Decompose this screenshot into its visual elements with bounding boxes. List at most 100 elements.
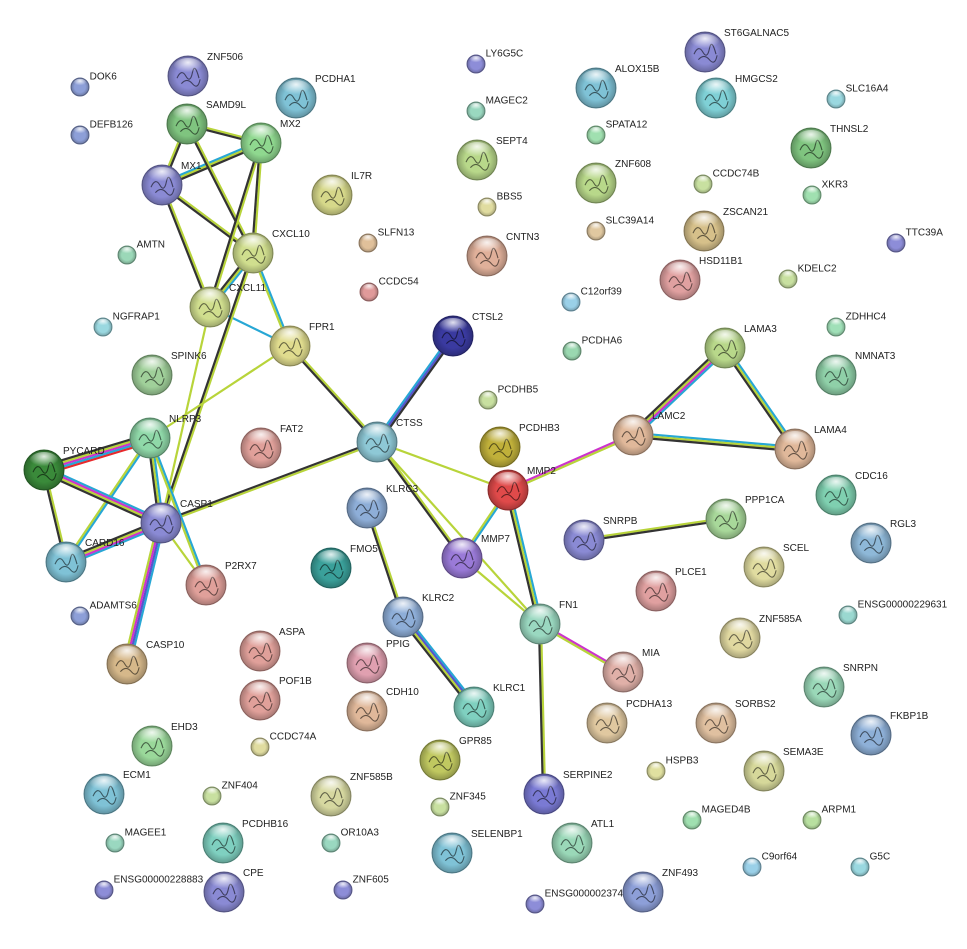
node-spink6[interactable]: SPINK6 [131,351,207,396]
node-casp1[interactable]: CASP1 [140,499,213,544]
node-ngfrap1[interactable]: NGFRAP1 [93,311,160,337]
node-g5c[interactable]: G5C [850,851,890,877]
node-pcdha13[interactable]: PCDHA13 [586,699,673,744]
node-znf345[interactable]: ZNF345 [430,791,486,817]
edge-CTSS-MMP7[interactable] [375,440,464,560]
node-rgl3[interactable]: RGL3 [850,519,917,564]
edge-CTSS-MMP2[interactable] [376,440,509,492]
node-ccdc54[interactable]: CCDC54 [359,276,419,302]
node-znf605[interactable]: ZNF605 [333,874,389,900]
edge-CXCL10-CASP1[interactable] [158,252,256,524]
node-mmp7[interactable]: MMP7 [441,534,510,579]
edge-SAMD9L-CXCL10[interactable] [185,123,255,254]
node-ensg00000237495[interactable]: ENSG00000237495 [525,888,635,914]
node-arpm1[interactable]: ARPM1 [802,804,857,830]
node-lama4[interactable]: LAMA4 [774,425,847,470]
node-ttc39a[interactable]: TTC39A [886,227,943,253]
node-mia[interactable]: MIA [602,648,660,693]
node-selenbp1[interactable]: SELENBP1 [431,829,523,874]
node-xkr3[interactable]: XKR3 [802,179,848,205]
node-adamts6[interactable]: ADAMTS6 [70,600,137,626]
node-mx2[interactable]: MX2 [240,119,301,164]
node-pcdhb16[interactable]: PCDHB16 [202,819,289,864]
node-plce1[interactable]: PLCE1 [635,567,707,612]
edge-MMP2-LAMC2[interactable] [507,433,634,492]
node-spata12[interactable]: SPATA12 [586,119,648,145]
node-samd9l[interactable]: SAMD9L [166,100,246,145]
node-ly6g5c[interactable]: LY6G5C [466,48,523,74]
node-znf404[interactable]: ZNF404 [202,780,258,806]
node-sept4[interactable]: SEPT4 [456,136,528,181]
edge-SNRPB-PPP1CA[interactable] [583,516,727,543]
node-c9orf64[interactable]: C9orf64 [742,851,798,877]
node-snrpb[interactable]: SNRPB [563,516,638,561]
node-klrc1[interactable]: KLRC1 [453,683,526,728]
node-lama3[interactable]: LAMA3 [704,324,777,369]
node-scel[interactable]: SCEL [743,543,810,588]
edge-CASP1-CASP10[interactable] [122,522,166,665]
node-maged4b[interactable]: MAGED4B [682,804,751,830]
edge-MX1-CXCL11[interactable] [159,184,213,308]
node-znf585a[interactable]: ZNF585A [719,614,802,659]
node-alox15b[interactable]: ALOX15B [575,64,660,109]
node-lamc2[interactable]: LAMC2 [612,411,686,456]
node-snrpn[interactable]: SNRPN [803,663,878,708]
node-znf608[interactable]: ZNF608 [575,159,652,204]
edge-CTSS-FN1[interactable] [376,441,541,625]
node-aspa[interactable]: ASPA [239,627,305,672]
node-ehd3[interactable]: EHD3 [131,722,198,767]
node-slc39a14[interactable]: SLC39A14 [586,215,654,241]
node-ccdc74a[interactable]: CCDC74A [250,731,317,757]
node-ctss[interactable]: CTSS [356,418,423,463]
edge-LAMC2-LAMA4[interactable] [632,431,796,453]
node-serpine2[interactable]: SERPINE2 [523,770,613,815]
edge-CTSS-CASP1[interactable] [160,439,378,526]
node-pcdha1[interactable]: PCDHA1 [275,74,356,119]
node-dok6[interactable]: DOK6 [70,71,117,97]
node-pcdhb5[interactable]: PCDHB5 [478,384,539,410]
edge-CTSS-CTSL2[interactable] [374,334,456,444]
node-p2rx7[interactable]: P2RX7 [185,561,257,606]
node-cntn3[interactable]: CNTN3 [466,232,540,277]
node-znf585b[interactable]: ZNF585B [310,772,393,817]
edge-FPR1-NLRP3[interactable] [149,345,291,439]
node-sorbs2[interactable]: SORBS2 [695,699,776,744]
node-ccdc74b[interactable]: CCDC74B [693,168,760,194]
node-klrc2[interactable]: KLRC2 [382,593,455,638]
node-pcdhb3[interactable]: PCDHB3 [479,423,560,468]
node-nlrp3[interactable]: NLRP3 [129,414,202,459]
node-ppp1ca[interactable]: PPP1CA [705,495,785,540]
node-amtn[interactable]: AMTN [117,239,165,265]
edge-PYCARD-CASP1[interactable] [42,466,163,527]
node-zscan21[interactable]: ZSCAN21 [683,207,768,252]
node-magec2[interactable]: MAGEC2 [466,95,528,121]
node-fkbp1b[interactable]: FKBP1B [850,711,929,756]
node-slc16a4[interactable]: SLC16A4 [826,83,889,109]
node-nmnat3[interactable]: NMNAT3 [815,351,896,396]
node-hmgcs2[interactable]: HMGCS2 [695,74,778,119]
node-bbs5[interactable]: BBS5 [477,191,523,217]
node-thnsl2[interactable]: THNSL2 [790,124,869,169]
node-fat2[interactable]: FAT2 [240,424,304,469]
edge-LAMA3-LAMC2[interactable] [630,344,728,439]
node-defb126[interactable]: DEFB126 [70,119,133,145]
node-slfn13[interactable]: SLFN13 [358,227,415,253]
node-ensg00000228883[interactable]: ENSG00000228883 [94,874,204,900]
node-cdc16[interactable]: CDC16 [815,471,888,516]
node-zdhhc4[interactable]: ZDHHC4 [826,311,887,337]
node-cpe[interactable]: CPE [203,868,264,913]
node-il7r[interactable]: IL7R [311,171,372,216]
node-st6galnac5[interactable]: ST6GALNAC5 [684,28,789,73]
node-mmp2[interactable]: MMP2 [487,466,556,511]
node-casp10[interactable]: CASP10 [106,640,185,685]
node-or10a3[interactable]: OR10A3 [321,827,379,853]
edge-MMP2-FN1[interactable] [504,489,544,625]
node-znf493[interactable]: ZNF493 [622,868,699,913]
node-fn1[interactable]: FN1 [519,600,578,645]
node-pof1b[interactable]: POF1B [239,676,312,721]
node-gpr85[interactable]: GPR85 [419,736,492,781]
node-ctsl2[interactable]: CTSL2 [432,312,504,357]
node-mx1[interactable]: MX1 [141,161,202,206]
node-kdelc2[interactable]: KDELC2 [778,263,837,289]
edge-MX2-CXCL11[interactable] [207,142,264,308]
